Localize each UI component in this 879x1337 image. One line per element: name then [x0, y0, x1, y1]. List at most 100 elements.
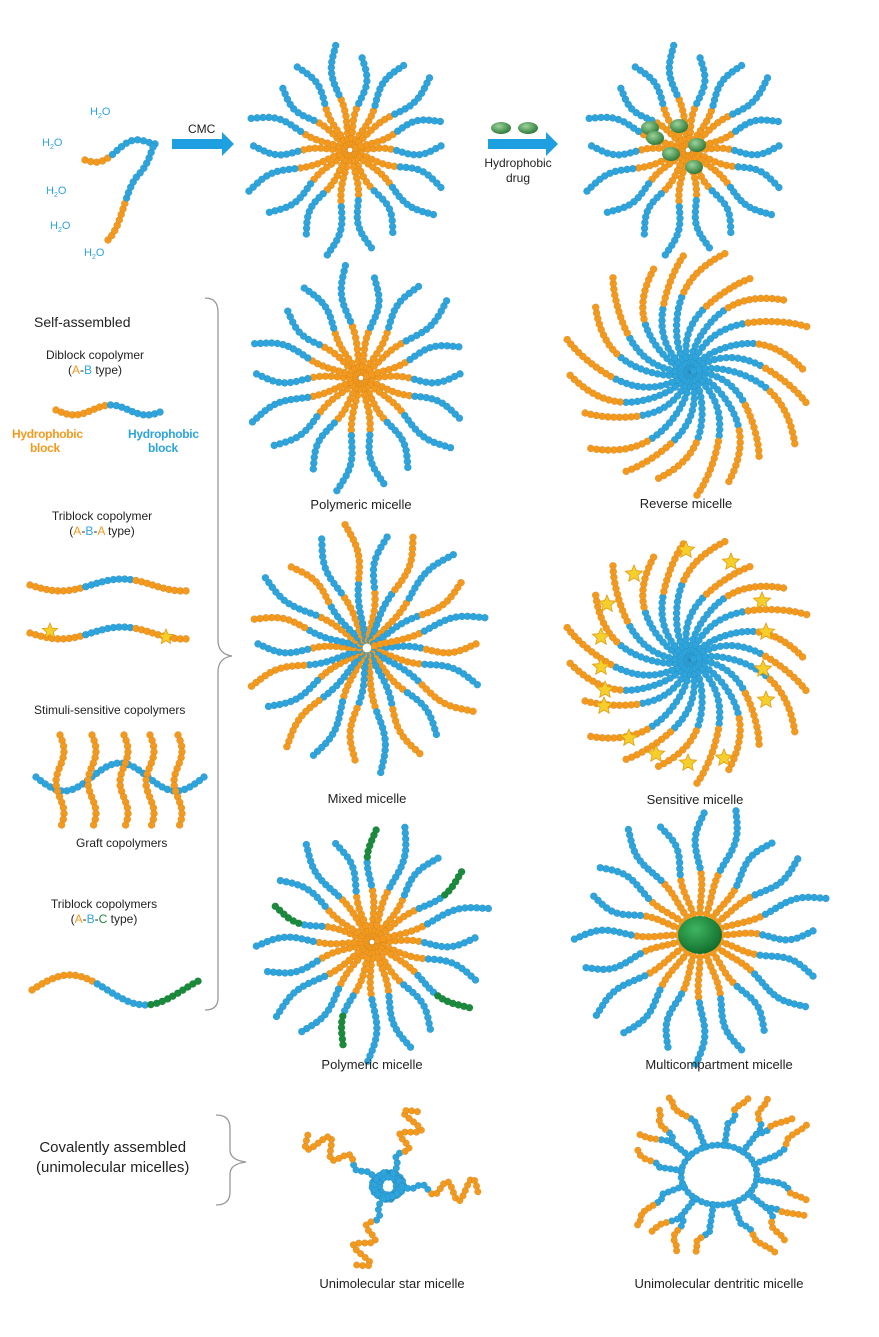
- polymer-bead: [593, 1012, 600, 1019]
- polymer-bead: [474, 1188, 481, 1195]
- polymer-bead: [582, 697, 589, 704]
- polymer-bead: [251, 616, 258, 623]
- polymer-bead: [801, 1212, 808, 1219]
- polymer-bead: [266, 209, 273, 216]
- polymer-bead: [283, 743, 290, 750]
- polymer-bead: [416, 750, 423, 757]
- polymer-bead: [122, 821, 129, 828]
- polymer-bead: [156, 409, 163, 416]
- polymer-bead: [590, 893, 597, 900]
- stimuli-star-icon: [757, 691, 774, 707]
- polymer-bead: [342, 262, 349, 269]
- polymer-bead: [332, 840, 339, 847]
- polymer-bead: [450, 551, 457, 558]
- polymer-bead: [457, 579, 464, 586]
- polymer-bead: [625, 826, 632, 833]
- polymer-bead: [471, 934, 478, 941]
- polymer-bead: [632, 63, 639, 70]
- drug-pellet: [518, 122, 538, 134]
- polymer-bead: [623, 756, 630, 763]
- polymer-bead: [474, 681, 481, 688]
- water-label: H2O: [90, 106, 110, 120]
- triblock-aba-type: (A-B-A type): [69, 524, 134, 538]
- drug-pellet: [491, 122, 511, 134]
- drug-molecule: [646, 131, 664, 145]
- water-label: H2O: [50, 220, 70, 234]
- polymer-bead: [650, 554, 657, 561]
- triblock-abc-type: (A-B-C type): [71, 912, 138, 926]
- polymer-bead: [456, 415, 463, 422]
- polymer-bead: [254, 640, 261, 647]
- polymer-bead: [447, 444, 454, 451]
- polymer-bead: [194, 978, 201, 985]
- drug-arrow: [488, 132, 558, 156]
- polymer-bead: [587, 445, 594, 452]
- triblock-aba-title: Triblock copolymer: [52, 509, 152, 523]
- polymer-bead: [775, 184, 782, 191]
- stimuli-star-icon: [722, 553, 739, 569]
- polymer-bead: [768, 840, 775, 847]
- polymer-bead: [756, 741, 763, 748]
- polymer-bead: [775, 118, 782, 125]
- polymer-bead: [791, 440, 798, 447]
- polymer-bead: [586, 115, 593, 122]
- graft-label: Graft copolymers: [76, 836, 167, 850]
- self-assembled-heading: Self-assembled: [34, 314, 131, 330]
- polymer-bead: [670, 42, 677, 49]
- polymer-bead: [271, 442, 278, 449]
- polymer-bead: [303, 841, 310, 848]
- polymer-bead: [407, 1044, 414, 1051]
- polymer-bead: [262, 574, 269, 581]
- polymer-bead: [469, 708, 476, 715]
- polymer-bead: [466, 1004, 473, 1011]
- polymer-bead: [245, 188, 252, 195]
- polymer-bead: [617, 85, 624, 92]
- polymer-bead: [761, 1027, 768, 1034]
- polymer-bead: [248, 115, 255, 122]
- polymer-bead: [353, 1262, 360, 1269]
- polymer-bead: [182, 635, 189, 642]
- caption-reverse-micelle: Reverse micelle: [640, 496, 732, 511]
- polymer-bead: [324, 251, 331, 258]
- polymer-bead: [384, 534, 391, 541]
- polymer-bead: [738, 62, 745, 69]
- polymer-bead: [802, 399, 809, 406]
- caption-polymeric-micelle: Polymeric micelle: [310, 497, 411, 512]
- polymer-bead: [284, 308, 291, 315]
- polymer-bead: [701, 809, 708, 816]
- polymer-bead: [371, 274, 378, 281]
- polymer-bead: [458, 868, 465, 875]
- polymer-bead: [745, 1095, 752, 1102]
- caption-dendritic-micelle: Unimolecular dentritic micelle: [634, 1276, 803, 1291]
- polymer-bead: [780, 296, 787, 303]
- polymer-bead: [430, 211, 437, 218]
- polymer-bead: [641, 230, 648, 237]
- polymer-bead: [721, 250, 728, 257]
- polymer-bead: [597, 864, 604, 871]
- polymer-bead: [481, 614, 488, 621]
- polymer-bead: [583, 188, 590, 195]
- polymer-bead: [634, 1221, 641, 1228]
- polymer-bead: [253, 943, 260, 950]
- polymer-bead: [176, 821, 183, 828]
- polymer-bead: [809, 973, 816, 980]
- polymer-bead: [149, 144, 156, 151]
- polymer-bead: [368, 244, 375, 251]
- polymer-bead: [253, 370, 260, 377]
- polymer-bead: [803, 611, 810, 618]
- polymer-bead: [90, 821, 97, 828]
- polymer-bead: [609, 562, 616, 569]
- polymer-bead: [437, 184, 444, 191]
- polymer-bead: [706, 244, 713, 251]
- polymer-bead: [799, 653, 806, 660]
- polymer-bead: [58, 821, 65, 828]
- polymer-bead: [303, 230, 310, 237]
- polymer-bead: [377, 769, 384, 776]
- caption-mixed-micelle: Mixed micelle: [328, 791, 407, 806]
- polymer-bead: [437, 142, 444, 149]
- polymer-bead: [404, 464, 411, 471]
- polymer-bead: [799, 365, 806, 372]
- stimuli-star-icon: [595, 697, 612, 713]
- polymer-bead: [342, 521, 349, 528]
